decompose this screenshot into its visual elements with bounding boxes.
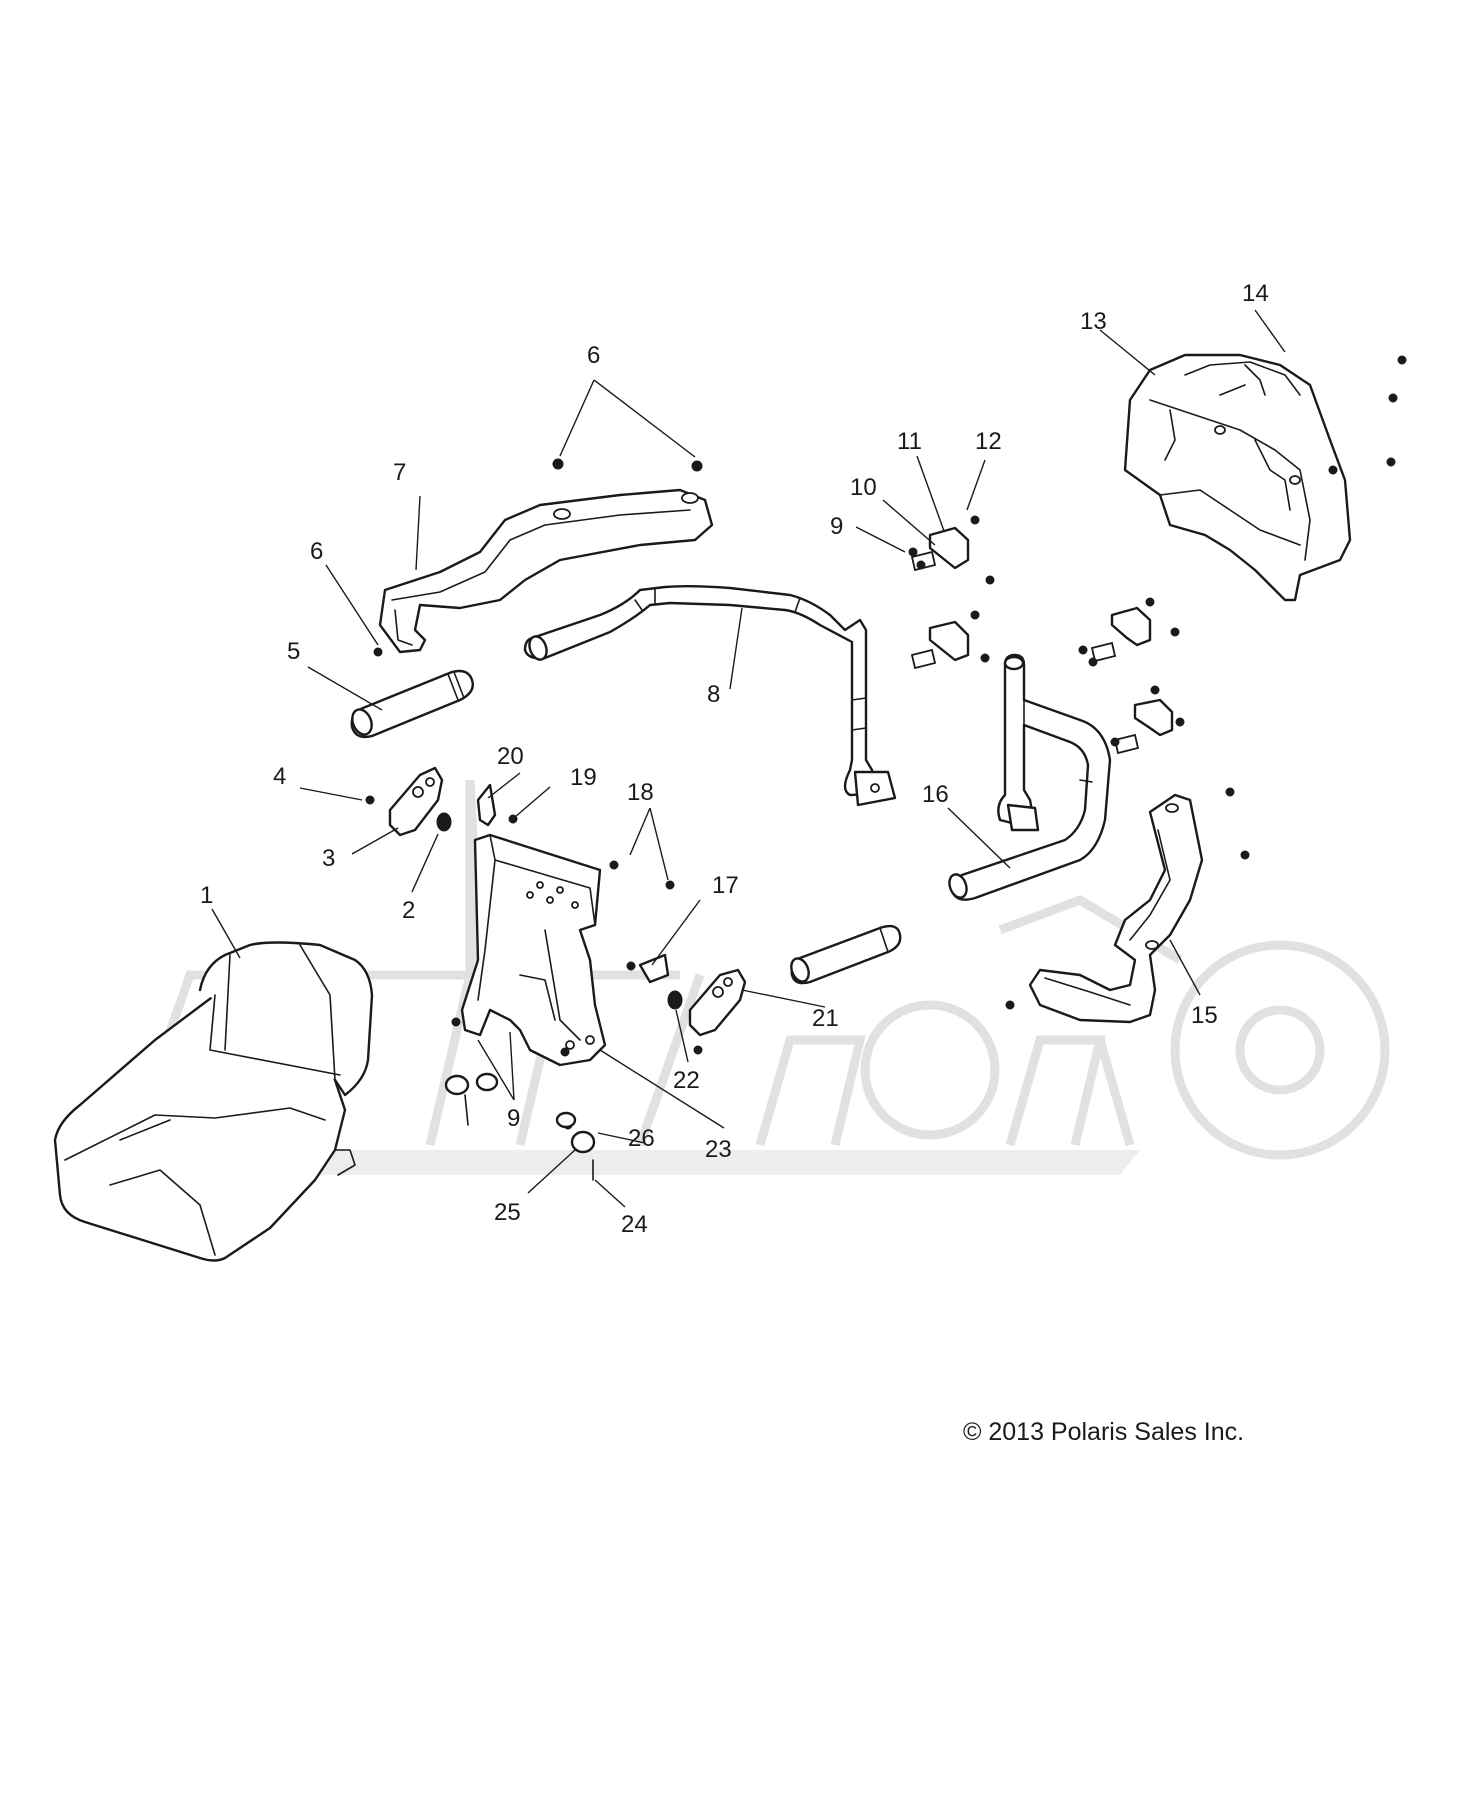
callout-6-left: 6 (310, 538, 323, 565)
callout-6-top: 6 (587, 342, 600, 369)
bracket-frame (460, 833, 607, 1067)
callout-9-bottom: 9 (507, 1105, 520, 1132)
block-right (688, 968, 747, 1037)
copyright-notice: © 2013 Polaris Sales Inc. (963, 1418, 1245, 1446)
callout-14: 14 (1242, 280, 1269, 307)
seat (53, 941, 374, 1262)
fasteners (365, 355, 1407, 1181)
callout-9-top: 9 (830, 513, 843, 540)
callout-10: 10 (850, 474, 877, 501)
callout-18: 18 (627, 779, 654, 806)
callout-25: 25 (494, 1199, 521, 1226)
callout-2: 2 (402, 897, 415, 924)
callout-labels: 1 2 3 4 5 6 6 7 8 9 9 10 11 12 13 14 15 … (200, 280, 1269, 1238)
leader-lines (211, 309, 1286, 1208)
callout-19: 19 (570, 764, 597, 791)
callout-1: 1 (200, 882, 213, 909)
rear-box (1123, 353, 1352, 602)
callout-15: 15 (1191, 1002, 1218, 1029)
callout-3: 3 (322, 845, 335, 872)
spring-right (667, 990, 683, 1010)
callout-20: 20 (497, 743, 524, 770)
callout-21: 21 (812, 1005, 839, 1032)
bent-tube (523, 585, 897, 807)
callout-12: 12 (975, 428, 1002, 455)
callout-5: 5 (287, 638, 300, 665)
callout-23: 23 (705, 1136, 732, 1163)
callout-26: 26 (628, 1125, 655, 1152)
callout-11: 11 (897, 428, 922, 455)
callout-22: 22 (673, 1067, 700, 1094)
callout-7: 7 (393, 459, 406, 486)
watermark-logo (100, 779, 1390, 1175)
spring-left (436, 812, 452, 832)
bent-tube-right (948, 653, 1112, 901)
pipe-middle (790, 924, 902, 985)
callout-16: 16 (922, 781, 949, 808)
clip-upper (476, 783, 497, 827)
block-left (388, 766, 444, 837)
callout-8: 8 (707, 681, 720, 708)
callout-24: 24 (621, 1211, 648, 1238)
handle-left (378, 488, 714, 654)
callout-4: 4 (273, 763, 286, 790)
mount-brackets (910, 526, 1174, 755)
grommets (444, 1072, 596, 1154)
pipe-left (350, 669, 474, 739)
callout-13: 13 (1080, 308, 1107, 335)
callout-17: 17 (712, 872, 739, 899)
handle-right (1028, 793, 1204, 1024)
